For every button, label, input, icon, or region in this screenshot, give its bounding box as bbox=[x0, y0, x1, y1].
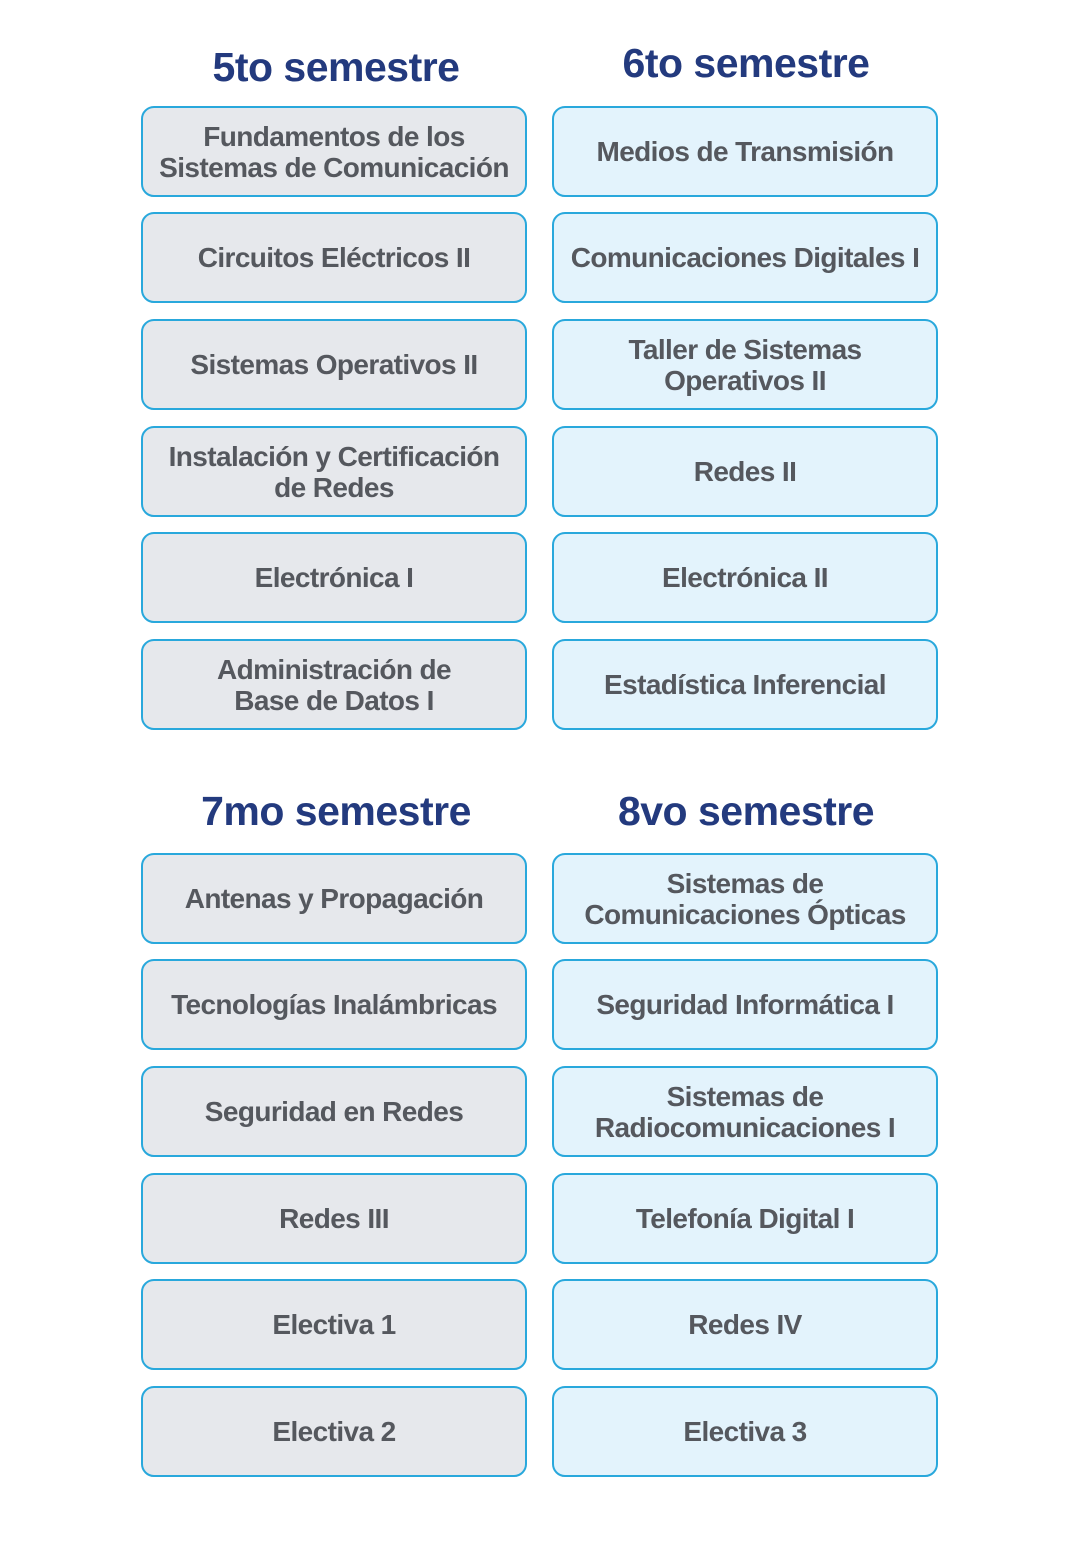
course-card: Administración de Base de Datos I bbox=[141, 639, 527, 730]
course-label: Seguridad Informática I bbox=[596, 989, 894, 1020]
course-label: Instalación y Certificación de Redes bbox=[168, 440, 500, 503]
course-label: Redes IV bbox=[688, 1309, 802, 1340]
course-label: Tecnologías Inalámbricas bbox=[171, 989, 497, 1020]
course-card: Sistemas Operativos II bbox=[141, 319, 527, 410]
course-card: Seguridad Informática I bbox=[552, 959, 938, 1050]
course-card: Sistemas de Comunicaciones Ópticas bbox=[552, 853, 938, 944]
course-card: Instalación y Certificación de Redes bbox=[141, 426, 527, 517]
course-card: Antenas y Propagación bbox=[141, 853, 527, 944]
course-label: Comunicaciones Digitales I bbox=[570, 242, 920, 273]
course-card: Redes II bbox=[552, 426, 938, 517]
course-card: Sistemas de Radiocomunicaciones I bbox=[552, 1066, 938, 1157]
course-label: Electrónica I bbox=[254, 562, 414, 593]
course-card: Comunicaciones Digitales I bbox=[552, 212, 938, 303]
course-label: Redes II bbox=[693, 456, 797, 487]
course-card: Redes III bbox=[141, 1173, 527, 1264]
course-label: Sistemas de Comunicaciones Ópticas bbox=[584, 867, 906, 930]
semester-8-title: 8vo semestre bbox=[617, 788, 875, 834]
semester-5-title: 5to semestre bbox=[212, 44, 460, 90]
course-card: Fundamentos de los Sistemas de Comunicac… bbox=[141, 106, 527, 197]
course-label: Fundamentos de los Sistemas de Comunicac… bbox=[159, 120, 509, 183]
course-card: Electiva 2 bbox=[141, 1386, 527, 1477]
course-label: Electrónica II bbox=[662, 562, 828, 593]
course-card: Electiva 3 bbox=[552, 1386, 938, 1477]
course-label: Sistemas de Radiocomunicaciones I bbox=[594, 1080, 896, 1143]
course-card: Medios de Transmisión bbox=[552, 106, 938, 197]
course-label: Sistemas Operativos II bbox=[190, 349, 478, 380]
course-card: Electrónica II bbox=[552, 532, 938, 623]
course-card: Circuitos Eléctricos II bbox=[141, 212, 527, 303]
course-label: Electiva 2 bbox=[272, 1416, 396, 1447]
semester-7-title: 7mo semestre bbox=[201, 788, 471, 834]
course-card: Tecnologías Inalámbricas bbox=[141, 959, 527, 1050]
course-label: Telefonía Digital I bbox=[635, 1203, 855, 1234]
course-label: Administración de Base de Datos I bbox=[216, 653, 452, 716]
course-card: Seguridad en Redes bbox=[141, 1066, 527, 1157]
course-card: Taller de Sistemas Operativos II bbox=[552, 319, 938, 410]
course-card: Electiva 1 bbox=[141, 1279, 527, 1370]
course-label: Circuitos Eléctricos II bbox=[197, 242, 471, 273]
course-label: Electiva 3 bbox=[683, 1416, 807, 1447]
semester-6-title: 6to semestre bbox=[622, 40, 870, 86]
course-card: Electrónica I bbox=[141, 532, 527, 623]
course-label: Medios de Transmisión bbox=[596, 136, 894, 167]
course-label: Taller de Sistemas Operativos II bbox=[628, 333, 862, 396]
course-card: Estadística Inferencial bbox=[552, 639, 938, 730]
course-label: Redes III bbox=[279, 1203, 389, 1234]
course-label: Seguridad en Redes bbox=[204, 1096, 464, 1127]
course-label: Estadística Inferencial bbox=[604, 669, 886, 700]
course-label: Electiva 1 bbox=[272, 1309, 396, 1340]
course-card: Redes IV bbox=[552, 1279, 938, 1370]
course-label: Antenas y Propagación bbox=[184, 883, 484, 914]
course-card: Telefonía Digital I bbox=[552, 1173, 938, 1264]
